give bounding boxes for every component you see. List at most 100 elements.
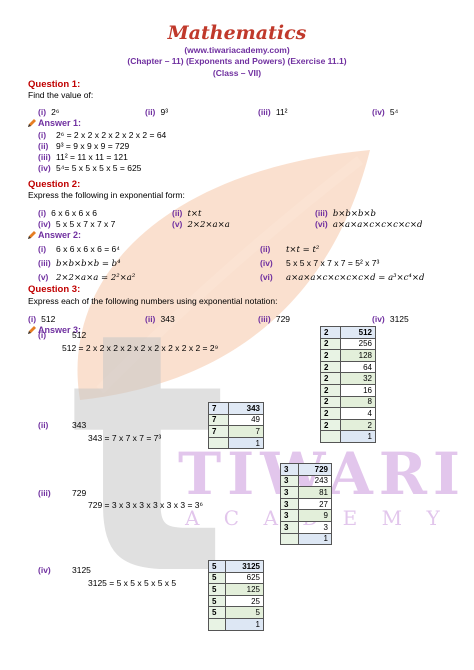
question-2-prompt: Express the following in exponential for…: [28, 190, 185, 200]
question-3-item: (iii) 729: [258, 307, 290, 326]
table-row: 1: [279, 532, 332, 546]
table-cell: 16: [339, 383, 377, 397]
answer-1-heading: Answer 1:: [28, 111, 81, 130]
item-text: 2⁶ = 2 x 2 x 2 x 2 x 2 x 2 = 64: [56, 130, 167, 140]
item-text: 5⁴= 5 x 5 x 5 x 5 = 625: [56, 163, 142, 173]
answer-2-line: (i)6 x 6 x 6 x 6 = 6⁴: [38, 237, 120, 256]
answer-3-number: 343: [72, 420, 87, 430]
item-label: (iii): [315, 208, 328, 218]
item-label: (iii): [258, 314, 271, 324]
website-link[interactable]: (www.tiwariacademy.com): [184, 45, 290, 55]
item-label: (ii): [145, 107, 156, 117]
item-label: (iv): [38, 219, 51, 229]
answer-3-label: (iv): [38, 565, 51, 575]
table-cell: 8: [339, 395, 377, 409]
item-text: Answer 3:: [38, 325, 82, 335]
question-2-item: (v) 2×2×a×a: [172, 212, 230, 231]
table-row: 1: [320, 430, 377, 443]
question-1-heading: Question 1:: [28, 79, 81, 90]
question-1-item: (i) 2⁶: [38, 100, 59, 119]
table-cell: 512: [339, 326, 377, 339]
table-cell: 49: [227, 413, 265, 427]
item-label: (i): [38, 208, 47, 218]
table-cell: 5: [207, 583, 227, 596]
item-label: (iii): [258, 107, 271, 117]
answer-3-line: 512 = 2 x 2 x 2 x 2 x 2 x 2 x 2 x 2 x 2 …: [62, 343, 219, 353]
item-text: 2⁶: [51, 107, 60, 117]
answer-3-number: 729: [72, 488, 87, 498]
table-cell: 3125: [225, 560, 264, 573]
item-label: (iii): [38, 152, 51, 162]
item-text: 3125: [389, 314, 409, 324]
question-3-item: (i) 512: [28, 307, 55, 326]
answer-3-label: (i): [38, 330, 47, 340]
table-cell: 9: [298, 509, 332, 522]
item-label: (ii): [172, 208, 183, 218]
chapter-heading: (Chapter – 11) (Exponents and Powers) (E…: [127, 56, 347, 66]
answer-3-line: 343 = 7 x 7 x 7 = 7³: [88, 433, 162, 443]
table-cell: 3: [298, 520, 332, 534]
item-text: b×b×b×b: [332, 209, 376, 219]
item-label: (i): [28, 314, 37, 324]
item-label: (ii): [260, 244, 271, 254]
pencil-icon: [28, 112, 36, 127]
item-text: 9³ = 9 x 9 x 9 = 729: [56, 141, 130, 151]
table-cell: 256: [339, 337, 377, 351]
table-cell: 1: [225, 617, 264, 631]
pencil-icon: [28, 224, 36, 239]
class-heading: (Class – VII): [212, 68, 262, 78]
table-cell: [207, 617, 227, 631]
answer-3-line: 729 = 3 x 3 x 3 x 3 x 3 x 3 = 3⁶: [88, 500, 204, 510]
question-1-item: (iv) 5⁴: [372, 100, 398, 119]
table-cell: 1: [339, 430, 377, 443]
item-text: Answer 2:: [38, 230, 82, 240]
question-2-item: (vi) a×a×a×c×c×c×c×d: [315, 212, 422, 231]
table-cell: 729: [298, 463, 332, 476]
answer-2-line: (v)2×2×a×a = 2²×a²: [38, 265, 135, 284]
table-row: 1: [208, 436, 265, 450]
table-cell: 2: [320, 326, 341, 339]
question-1-prompt: Find the value of:: [28, 90, 94, 100]
table-cell: 5: [207, 594, 227, 608]
table-cell: 2: [320, 349, 341, 362]
item-label: (vi): [315, 219, 328, 229]
table-cell: 625: [225, 571, 264, 585]
item-label: (iii): [38, 258, 51, 268]
item-text: t×t: [187, 209, 202, 219]
question-1-item: (ii) 9³: [145, 100, 168, 119]
item-label: (iv): [372, 314, 385, 324]
item-label: (i): [38, 107, 47, 117]
answer-1-line: (iv)5⁴= 5 x 5 x 5 x 5 = 625: [38, 156, 141, 175]
table-cell: 2: [320, 337, 341, 351]
table-cell: [320, 430, 341, 443]
item-label: (ii): [145, 314, 156, 324]
item-text: 512: [41, 314, 56, 324]
item-text: a×a×a×c×c×c×c×d = a³×c⁴×d: [286, 273, 425, 283]
table-cell: 64: [339, 360, 377, 374]
table-cell: 27: [298, 497, 332, 511]
answer-1-line: (iii)11² = 11 x 11 = 121: [38, 145, 128, 164]
item-text: 6 x 6 x 6 x 6 = 6⁴: [56, 244, 120, 254]
table-cell: 2: [320, 407, 341, 420]
question-2-item: (iv) 5 x 5 x 7 x 7 x 7: [38, 212, 115, 231]
table-cell: 2: [320, 418, 341, 432]
table-cell: 32: [339, 372, 377, 385]
table-cell: 1: [298, 532, 332, 546]
